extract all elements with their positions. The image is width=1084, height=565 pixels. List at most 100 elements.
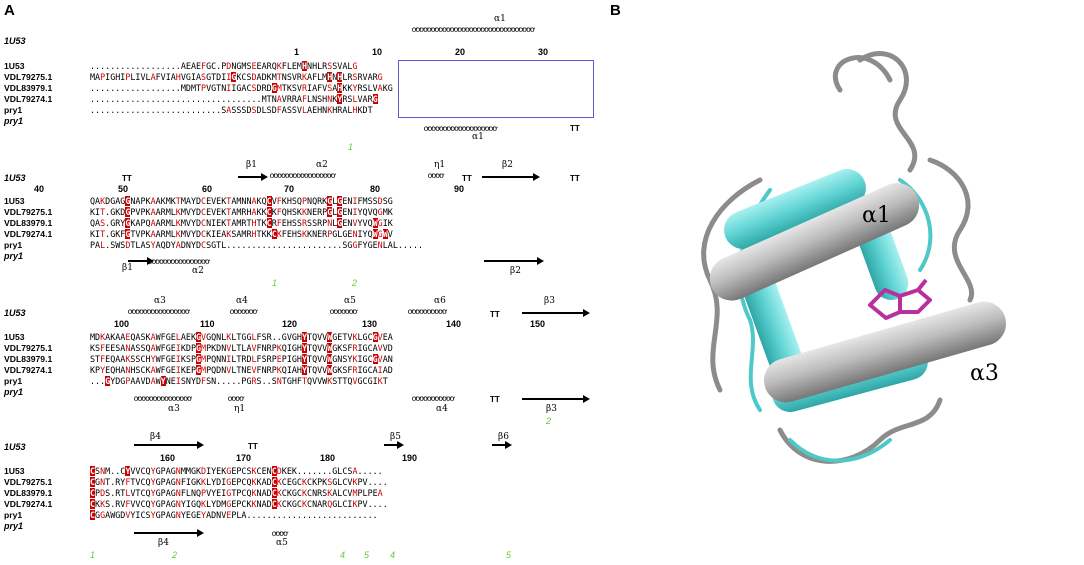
disulfide-number: 1 (90, 550, 96, 560)
panel-a-alignment: A ơơơơơơơơơơơơơơơơơơơơơơơơơơơơơơơơ α1 1U… (4, 2, 596, 560)
position-number: 50 (118, 184, 129, 194)
sequence-text: KIT.GKDGPVPKAARMLKMVYDCEVEKTAMRHAKKCKFQH… (90, 207, 393, 217)
beta-strand-arrow (482, 173, 540, 181)
sequence-text: MAPIGHIPLIVLAFVIAHVGIASGTDIIGKCSDADKMTNS… (90, 72, 383, 82)
sequence-name: pry1 (4, 376, 23, 386)
sequence-name: pry1 (4, 105, 23, 115)
ss-label: α4 (436, 404, 448, 414)
disulfide-number: 1 (272, 278, 278, 288)
sequence-row: pry1 ...GYDGPAAVDAWYNEISNYDFSN.....PGRS..… (4, 376, 596, 387)
ss-label: η1 (434, 160, 446, 170)
position-number: 190 (402, 453, 418, 463)
block-footer: pry1 (4, 521, 24, 531)
alignment-block-3: ơơơơơơơơơơơơơơơơ α3 ơơơơơơơ α4 ơơơơơơơ α… (4, 296, 596, 431)
sequence-name: 1U53 (4, 61, 25, 71)
panel-label-a: A (4, 2, 15, 19)
block-footer: pry1 (4, 116, 24, 126)
disulfide-number: 5 (506, 550, 512, 560)
position-number: 140 (446, 319, 462, 329)
sequence-text: KIT.GKFGTVPKAARMLKMVYDCKIEAKSAMRHTKKCKFE… (90, 229, 393, 239)
position-number: 170 (236, 453, 252, 463)
position-number: 1 (294, 47, 300, 57)
ss-label: α6 (434, 296, 446, 306)
sequence-row: pry1 ..........................SASSSDSDLS… (4, 105, 596, 116)
block-header: 1U53 (4, 308, 26, 318)
gray-helices (709, 182, 1007, 403)
conservation-box (398, 60, 594, 118)
position-number: 100 (114, 319, 130, 329)
ss-label: α3 (168, 404, 180, 414)
turn-label: TT (570, 174, 580, 183)
beta-strand-arrow (238, 173, 268, 181)
sequence-text: ...GYDGPAAVDAWYNEISNYDFSN.....PGRS..SNTG… (90, 376, 388, 386)
sequence-row: VDL79274.1..............................… (4, 94, 596, 105)
ss-label: β1 (246, 160, 257, 170)
sequence-text: KSFEESANASSQAWFGEIKDPGMPKDNVLTLAVFNRPKQI… (90, 343, 393, 353)
sequence-text: CSNM..CYVVCQYGPAGNMMGKDIYEKGEPCSKCENCDKE… (90, 466, 383, 476)
helix-alpha2-top: ơơơơơơơơơơơơơơơơơ (270, 172, 336, 180)
sequence-row: VDL83979.1 ..................MDMTPVGTNIIG… (4, 83, 596, 94)
sequence-name: VDL79275.1 (4, 207, 53, 217)
sequence-text: MDKAKAAEQASKAWFGELAEKGVGQNLKLTGGLFSR..GV… (90, 332, 393, 342)
disulfide-number: 2 (352, 278, 358, 288)
panel-label-b: B (610, 2, 621, 19)
position-number: 30 (538, 47, 549, 57)
sequence-name: VDL79274.1 (4, 229, 53, 239)
sequence-text: STFEQAAKSSCHYWFGEIKSPGMPQNNILTRDLFSRPEPI… (90, 354, 393, 364)
ss-label: α3 (154, 296, 166, 306)
sequence-text: ..........................SASSSDSDLSDFAS… (90, 105, 373, 115)
position-number: 70 (284, 184, 295, 194)
sequence-name: VDL79274.1 (4, 365, 53, 375)
sequence-text: KPYEQHANHSCKAWFGEIKEPGMPQDNVLTNEVFNRPKQI… (90, 365, 393, 375)
ss-label: β3 (544, 296, 555, 306)
sequence-row: VDL79274.1 KIT.GKFGTVPKAARMLKMVYDCKIEAKSA… (4, 229, 596, 240)
turn-label: TT (122, 174, 132, 183)
beta-strand-arrow (384, 441, 404, 449)
position-number: 180 (320, 453, 336, 463)
turn-label: TT (490, 395, 500, 404)
ss-label: β5 (390, 432, 401, 442)
turn-label: TT (490, 310, 500, 319)
ss-label: α5 (344, 296, 356, 306)
position-number: 150 (530, 319, 546, 329)
position-number: 120 (282, 319, 298, 329)
ss-label: α1 (472, 132, 484, 142)
position-number: 60 (202, 184, 213, 194)
sequence-text: ..................................MTNAVR… (90, 94, 378, 104)
sequence-row: VDL79275.1 MAPIGHIPLIVLAFVIAHVGIASGTDIIGK… (4, 72, 596, 83)
block-header: 1U53 (4, 442, 26, 452)
sequence-text: PAL.SWSDTLASYAQDYADNYDCSGTL.............… (90, 240, 424, 250)
helix-alpha5-bottom: ơơơơ (272, 530, 288, 538)
position-number: 40 (34, 184, 45, 194)
helix-alpha3-bottom: ơơơơơơơơơơơơơơơ (134, 395, 192, 403)
helix-alpha4-top: ơơơơơơơ (230, 308, 258, 316)
sequence-row: 1U53..................AEAEFGC.PDNGMSEEAR… (4, 61, 596, 72)
position-number: 80 (370, 184, 381, 194)
sequence-text: CGGAWGDVYICSYGPAGNYEGEYADNVEPLA.........… (90, 510, 378, 520)
ss-label: β2 (510, 266, 521, 276)
ss-label: η1 (234, 404, 246, 414)
sequence-text: ..................MDMTPVGTNIIGACSDRDGMTK… (90, 83, 393, 93)
helix-alpha1-top: ơơơơơơơơơơơơơơơơơơơơơơơơơơơơơơơơ (412, 26, 535, 34)
position-number: 110 (200, 319, 215, 329)
alignment-block-2: TT β1 ơơơơơơơơơơơơơơơơơ α2 η1 ơơơơ TT β2… (4, 158, 596, 293)
sequence-name: VDL79274.1 (4, 499, 53, 509)
sequence-text: QAKDGAGGNAPKAAKMKTMAYDCEVEKTAMNNAKQCVFKH… (90, 196, 393, 206)
helix-alpha1-bottom: ơơơơơơơơơơơơơơơơơơơ (424, 125, 498, 133)
turn-label: TT (248, 442, 258, 451)
sequence-name: VDL83979.1 (4, 83, 53, 93)
sequence-name: VDL79275.1 (4, 72, 53, 82)
sequence-name: VDL79274.1 (4, 94, 53, 104)
ss-label: β2 (502, 160, 513, 170)
helix-alpha5-top: ơơơơơơơ (330, 308, 358, 316)
block-header: 1U53 (4, 36, 26, 46)
position-number: 10 (372, 47, 383, 57)
